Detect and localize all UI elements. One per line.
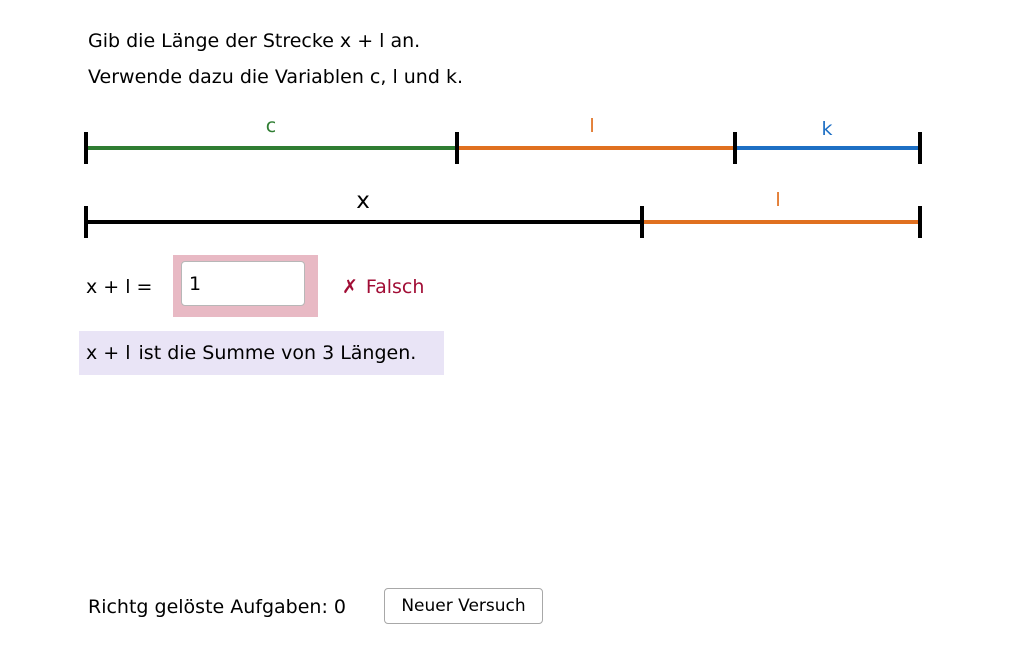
retry-button[interactable]: Neuer Versuch bbox=[384, 588, 543, 624]
answer-input[interactable] bbox=[181, 261, 305, 306]
segment-label-k: k bbox=[821, 118, 832, 140]
segment-label-c: c bbox=[266, 115, 276, 137]
instruction-line-2: Verwende dazu die Variablen c, l und k. bbox=[88, 66, 463, 88]
feedback: ✗ Falsch bbox=[342, 275, 424, 299]
hint-text: ist die Summe von 3 Längen. bbox=[138, 342, 417, 364]
bottom-segment-row: x l bbox=[84, 188, 922, 238]
segment-label-x: x bbox=[356, 188, 370, 214]
feedback-text: Falsch bbox=[365, 276, 425, 298]
segment-diagram: c l k x l bbox=[84, 115, 922, 238]
hint-term: x + l bbox=[86, 342, 131, 364]
segment-label-l-top: l bbox=[589, 115, 594, 137]
answer-label: x + l = bbox=[86, 276, 153, 298]
score-text: Richtg gelöste Aufgaben: 0 bbox=[88, 596, 347, 618]
segment-label-l-bottom: l bbox=[775, 189, 780, 211]
top-segment-row: c l k bbox=[84, 115, 922, 164]
hint-box: x + l ist die Summe von 3 Längen. bbox=[79, 331, 444, 375]
wrong-icon: ✗ bbox=[342, 276, 358, 298]
instruction-line-1: Gib die Länge der Strecke x + l an. bbox=[88, 30, 421, 52]
